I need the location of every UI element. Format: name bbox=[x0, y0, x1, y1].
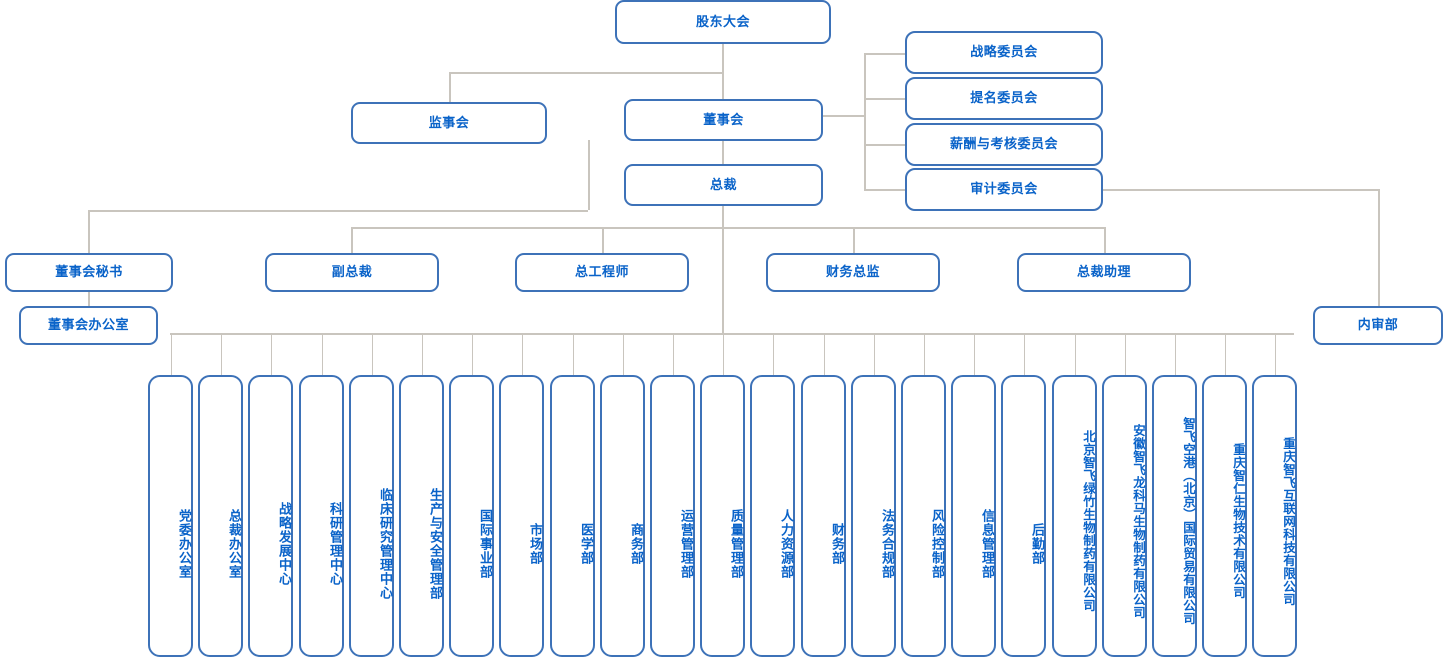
connector-department-11 bbox=[672, 333, 674, 375]
node-subsidiary-22[interactable]: 重庆智仁生物技术有限公司 bbox=[1202, 375, 1247, 657]
node-subsidiary-23[interactable]: 重庆智飞互联网科技有限公司 bbox=[1252, 375, 1297, 657]
node-vice-president[interactable]: 副总裁 bbox=[265, 253, 439, 292]
connector-exec-cfo bbox=[853, 227, 855, 254]
node-department-11[interactable]: 运营管理部 bbox=[650, 375, 695, 657]
node-president[interactable]: 总裁 bbox=[624, 164, 823, 206]
connector-department-8 bbox=[521, 333, 523, 375]
connector-department-3 bbox=[270, 333, 272, 375]
node-committee-strategy[interactable]: 战略委员会 bbox=[905, 31, 1103, 74]
node-department-15[interactable]: 法务合规部 bbox=[851, 375, 896, 657]
node-department-6[interactable]: 生产与安全管理部 bbox=[399, 375, 444, 657]
node-department-17[interactable]: 信息管理部 bbox=[951, 375, 996, 657]
node-department-13[interactable]: 人力资源部 bbox=[750, 375, 795, 657]
node-cfo[interactable]: 财务总监 bbox=[766, 253, 940, 292]
connector-board-secretary-stem bbox=[588, 140, 590, 210]
node-department-8[interactable]: 市场部 bbox=[499, 375, 544, 657]
connector-exec-chief-engineer bbox=[602, 227, 604, 254]
node-shareholders-meeting[interactable]: 股东大会 bbox=[615, 0, 831, 44]
connector-department-7 bbox=[471, 333, 473, 375]
node-department-10[interactable]: 商务部 bbox=[600, 375, 645, 657]
connector-board-to-president bbox=[722, 140, 724, 165]
node-board-of-supervisors[interactable]: 监事会 bbox=[351, 102, 547, 144]
node-department-2[interactable]: 总裁办公室 bbox=[198, 375, 243, 657]
node-department-7[interactable]: 国际事业部 bbox=[449, 375, 494, 657]
connector-department-4 bbox=[321, 333, 323, 375]
node-board-secretary[interactable]: 董事会秘书 bbox=[5, 253, 173, 292]
connector-subsidiary-19 bbox=[1074, 333, 1076, 375]
connector-department-12 bbox=[722, 333, 724, 375]
node-department-14[interactable]: 财务部 bbox=[801, 375, 846, 657]
connector-internal-audit-drop bbox=[1378, 189, 1380, 306]
node-president-assistant[interactable]: 总裁助理 bbox=[1017, 253, 1191, 292]
connector-department-17 bbox=[973, 333, 975, 375]
node-committee-remuneration-appraisal[interactable]: 薪酬与考核委员会 bbox=[905, 123, 1103, 166]
node-board-of-directors[interactable]: 董事会 bbox=[624, 99, 823, 141]
connector-audit-to-internal-audit bbox=[1103, 189, 1379, 191]
node-department-16[interactable]: 风险控制部 bbox=[901, 375, 946, 657]
node-subsidiary-20[interactable]: 安徽智飞龙科马生物制药有限公司 bbox=[1102, 375, 1147, 657]
node-board-office[interactable]: 董事会办公室 bbox=[19, 306, 158, 345]
connector-department-13 bbox=[772, 333, 774, 375]
node-subsidiary-19[interactable]: 北京智飞绿竹生物制药有限公司 bbox=[1052, 375, 1097, 657]
node-subsidiary-21[interactable]: 智飞空港（北京）国际贸易有限公司 bbox=[1152, 375, 1197, 657]
node-department-12[interactable]: 质量管理部 bbox=[700, 375, 745, 657]
connector-subsidiary-20 bbox=[1124, 333, 1126, 375]
connector-board-secretary-bus bbox=[88, 210, 588, 212]
node-department-9[interactable]: 医学部 bbox=[550, 375, 595, 657]
connector-president-to-dept-bus bbox=[722, 205, 724, 333]
connector-subsidiary-22 bbox=[1224, 333, 1226, 375]
connector-departments-bus bbox=[170, 333, 1294, 335]
connector-department-10 bbox=[622, 333, 624, 375]
connector-subsidiary-23 bbox=[1274, 333, 1276, 375]
connector-supervisors-drop bbox=[449, 72, 451, 102]
connector-exec-president-assistant bbox=[1104, 227, 1106, 254]
connector-department-14 bbox=[823, 333, 825, 375]
node-department-5[interactable]: 临床研究管理中心 bbox=[349, 375, 394, 657]
connector-department-16 bbox=[923, 333, 925, 375]
node-department-3[interactable]: 战略发展中心 bbox=[248, 375, 293, 657]
connector-exec-vice-president bbox=[351, 227, 353, 254]
node-department-18[interactable]: 后勤部 bbox=[1001, 375, 1046, 657]
connector-department-2 bbox=[220, 333, 222, 375]
connector-committee-4 bbox=[864, 189, 906, 191]
connector-department-9 bbox=[572, 333, 574, 375]
connector-committee-bus bbox=[864, 53, 866, 190]
connector-board-secretary-drop bbox=[88, 210, 90, 254]
node-committee-nomination[interactable]: 提名委员会 bbox=[905, 77, 1103, 120]
node-department-1[interactable]: 党委办公室 bbox=[148, 375, 193, 657]
connector-subsidiary-21 bbox=[1174, 333, 1176, 375]
connector-executives-bus bbox=[351, 227, 1104, 229]
connector-committee-3 bbox=[864, 144, 906, 146]
connector-committee-1 bbox=[864, 53, 906, 55]
node-internal-audit-department[interactable]: 内审部 bbox=[1313, 306, 1443, 345]
connector-department-5 bbox=[371, 333, 373, 375]
node-committee-audit[interactable]: 审计委员会 bbox=[905, 168, 1103, 211]
node-chief-engineer[interactable]: 总工程师 bbox=[515, 253, 689, 292]
connector-department-6 bbox=[421, 333, 423, 375]
connector-secretary-to-office bbox=[88, 292, 90, 306]
connector-board-to-committee-bus bbox=[823, 115, 865, 117]
connector-committee-2 bbox=[864, 98, 906, 100]
connector-board-to-supervisors bbox=[449, 72, 723, 74]
connector-department-15 bbox=[873, 333, 875, 375]
connector-department-18 bbox=[1023, 333, 1025, 375]
connector-department-1 bbox=[170, 333, 172, 375]
node-department-4[interactable]: 科研管理中心 bbox=[299, 375, 344, 657]
